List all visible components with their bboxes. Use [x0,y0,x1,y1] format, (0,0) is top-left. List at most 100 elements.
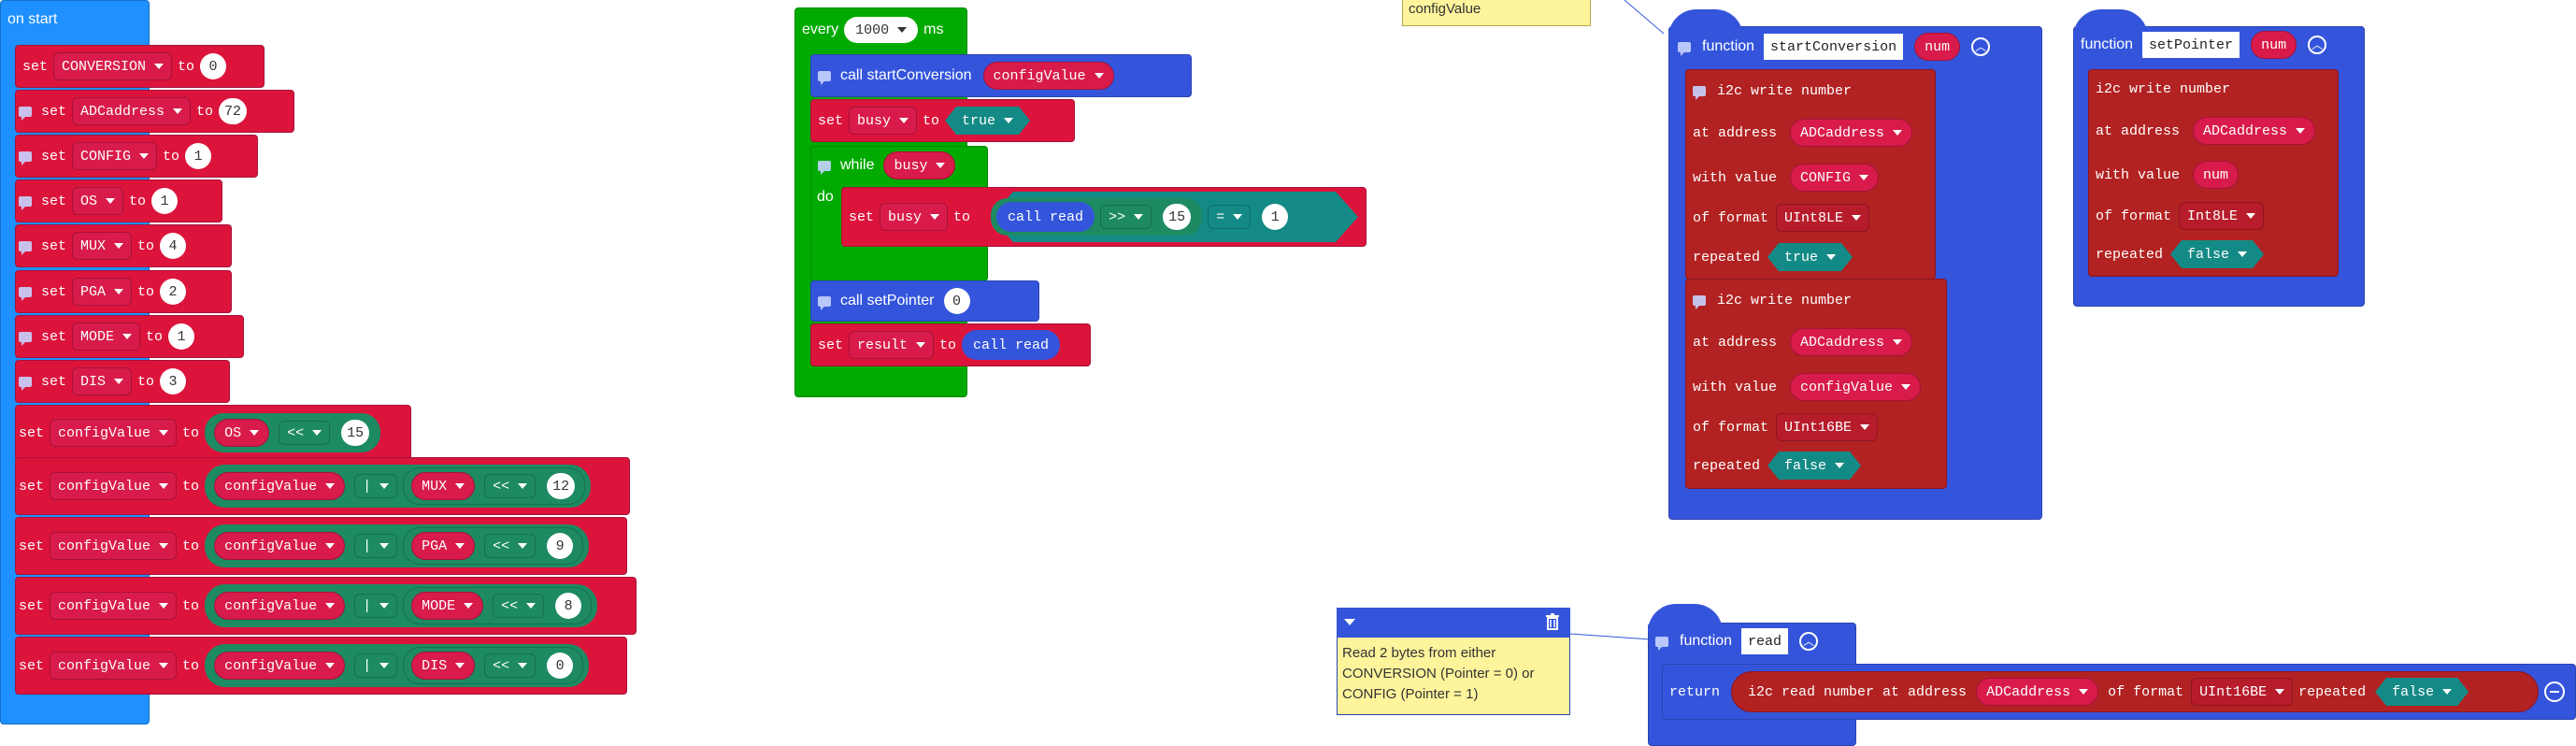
or-operator[interactable]: | [354,594,398,618]
chevron-down-icon[interactable] [455,543,465,549]
or-operator[interactable]: | [354,474,398,498]
chevron-down-icon[interactable] [379,483,390,489]
trash-icon[interactable] [1546,613,1559,630]
chevron-down-icon[interactable] [1859,175,1869,180]
shift-value[interactable]: 15 [341,420,370,446]
chevron-down-icon[interactable] [379,663,390,668]
address-variable[interactable]: ADCaddress [2193,117,2316,145]
comment-icon[interactable] [19,376,32,391]
chevron-down-icon[interactable] [526,603,537,609]
chevron-down-icon[interactable] [114,289,124,294]
shift-operator[interactable]: >> [1100,205,1152,229]
address-variable[interactable]: ADCaddress [1976,678,2099,706]
chevron-down-icon[interactable] [139,153,150,159]
format-dropdown[interactable]: UInt16BE [2191,678,2294,706]
chevron-down-icon[interactable] [1893,339,1903,345]
remove-param-icon[interactable] [2544,681,2565,702]
shift-expression[interactable]: OS << 15 [205,413,381,452]
left-variable[interactable]: configValue [214,472,346,500]
value-field[interactable]: 1 [168,323,195,350]
value-field[interactable]: 1 [151,188,179,214]
comment-icon[interactable] [19,331,32,346]
chevron-down-icon[interactable] [2246,213,2256,219]
chevron-down-icon[interactable] [2238,251,2247,257]
busy-dropdown[interactable]: busy [880,203,949,231]
shift-value[interactable]: 0 [547,653,574,679]
value-variable[interactable]: CONFIG [1790,164,1880,192]
chevron-down-icon[interactable] [379,603,390,609]
shift-operator[interactable]: << [279,421,331,445]
chevron-down-icon[interactable] [325,543,336,549]
chevron-down-icon[interactable] [518,483,528,489]
chevron-down-icon[interactable] [325,483,336,489]
chevron-down-icon[interactable] [899,118,909,123]
chevron-down-icon[interactable] [325,603,336,609]
chevron-down-icon[interactable] [1852,215,1862,221]
variable-dropdown[interactable]: MUX [72,232,133,260]
chevron-down-icon[interactable] [897,27,908,33]
operand-variable[interactable]: PGA [411,532,476,560]
or-operator[interactable]: | [354,653,398,678]
chevron-down-icon[interactable] [1893,130,1903,136]
comment-icon[interactable] [19,106,32,121]
format-dropdown[interactable]: UInt16BE [1776,413,1879,441]
call-read-reporter[interactable]: call read [996,202,1095,232]
comment-icon[interactable] [1678,41,1691,56]
chevron-down-icon[interactable] [154,64,165,69]
or-expression[interactable]: configValue | MODE << 8 [205,584,598,627]
value-field[interactable]: 0 [200,53,227,79]
shift-expression[interactable]: MODE << 8 [403,587,593,624]
comment-icon[interactable] [19,195,32,210]
chevron-down-icon[interactable] [2079,689,2089,695]
value-variable[interactable]: num [2193,161,2240,189]
chevron-down-icon[interactable] [159,543,169,549]
left-variable[interactable]: configValue [214,652,346,680]
value-field[interactable]: 72 [219,98,248,124]
comment-icon[interactable] [19,151,32,165]
collapse-icon[interactable]: ︿ [1971,37,1991,56]
value-field[interactable]: 2 [160,279,187,305]
function-name[interactable]: startConversion [1764,34,1904,60]
chevron-down-icon[interactable] [1233,214,1243,220]
repeated-boolean[interactable]: true [1767,243,1853,271]
chevron-down-icon[interactable] [2275,689,2285,695]
variable-dropdown[interactable]: DIS [72,367,133,395]
chevron-down-icon[interactable] [159,483,169,489]
or-operator[interactable]: | [354,534,398,558]
shift-expression[interactable]: DIS << 0 [403,647,584,684]
chevron-down-icon[interactable] [114,243,124,249]
shift-expression[interactable]: call read >> 15 [991,198,1203,236]
comment-note[interactable]: configValue [1402,0,1591,26]
chevron-down-icon[interactable] [325,663,336,668]
format-dropdown[interactable]: UInt8LE [1776,204,1870,232]
chevron-down-icon[interactable] [916,342,926,348]
left-variable[interactable]: configValue [214,532,346,560]
chevron-down-icon[interactable] [379,543,390,549]
chevron-down-icon[interactable] [518,543,528,549]
variable-dropdown[interactable]: OS [72,187,124,215]
shift-expression[interactable]: MUX << 12 [403,467,586,505]
collapse-icon[interactable]: ︿ [1799,632,1819,651]
value-field[interactable]: 3 [160,368,187,395]
comment-icon[interactable] [818,160,831,175]
chevron-down-icon[interactable] [106,198,116,204]
variable-dropdown[interactable]: configValue [50,592,178,620]
chevron-down-icon[interactable] [250,430,260,436]
variable-dropdown[interactable]: configValue [50,532,178,560]
function-name[interactable]: setPointer [2142,32,2240,58]
shift-operator[interactable]: << [484,653,537,678]
left-variable[interactable]: configValue [214,592,346,620]
value-variable[interactable]: configValue [1790,373,1922,401]
busy-dropdown[interactable]: busy [849,107,918,135]
comment-icon[interactable] [1655,636,1668,651]
chevron-down-icon[interactable] [1344,619,1355,625]
chevron-down-icon[interactable] [930,214,940,220]
arg-variable[interactable]: configValue [982,62,1114,90]
operand-variable[interactable]: MUX [411,472,476,500]
operand-variable[interactable]: DIS [411,652,476,680]
comment-icon[interactable] [1693,294,1706,309]
boolean-true[interactable]: true [945,107,1030,135]
address-variable[interactable]: ADCaddress [1790,328,1913,356]
variable-dropdown[interactable]: configValue [50,652,178,680]
variable-dropdown[interactable]: ADCaddress [72,97,192,125]
